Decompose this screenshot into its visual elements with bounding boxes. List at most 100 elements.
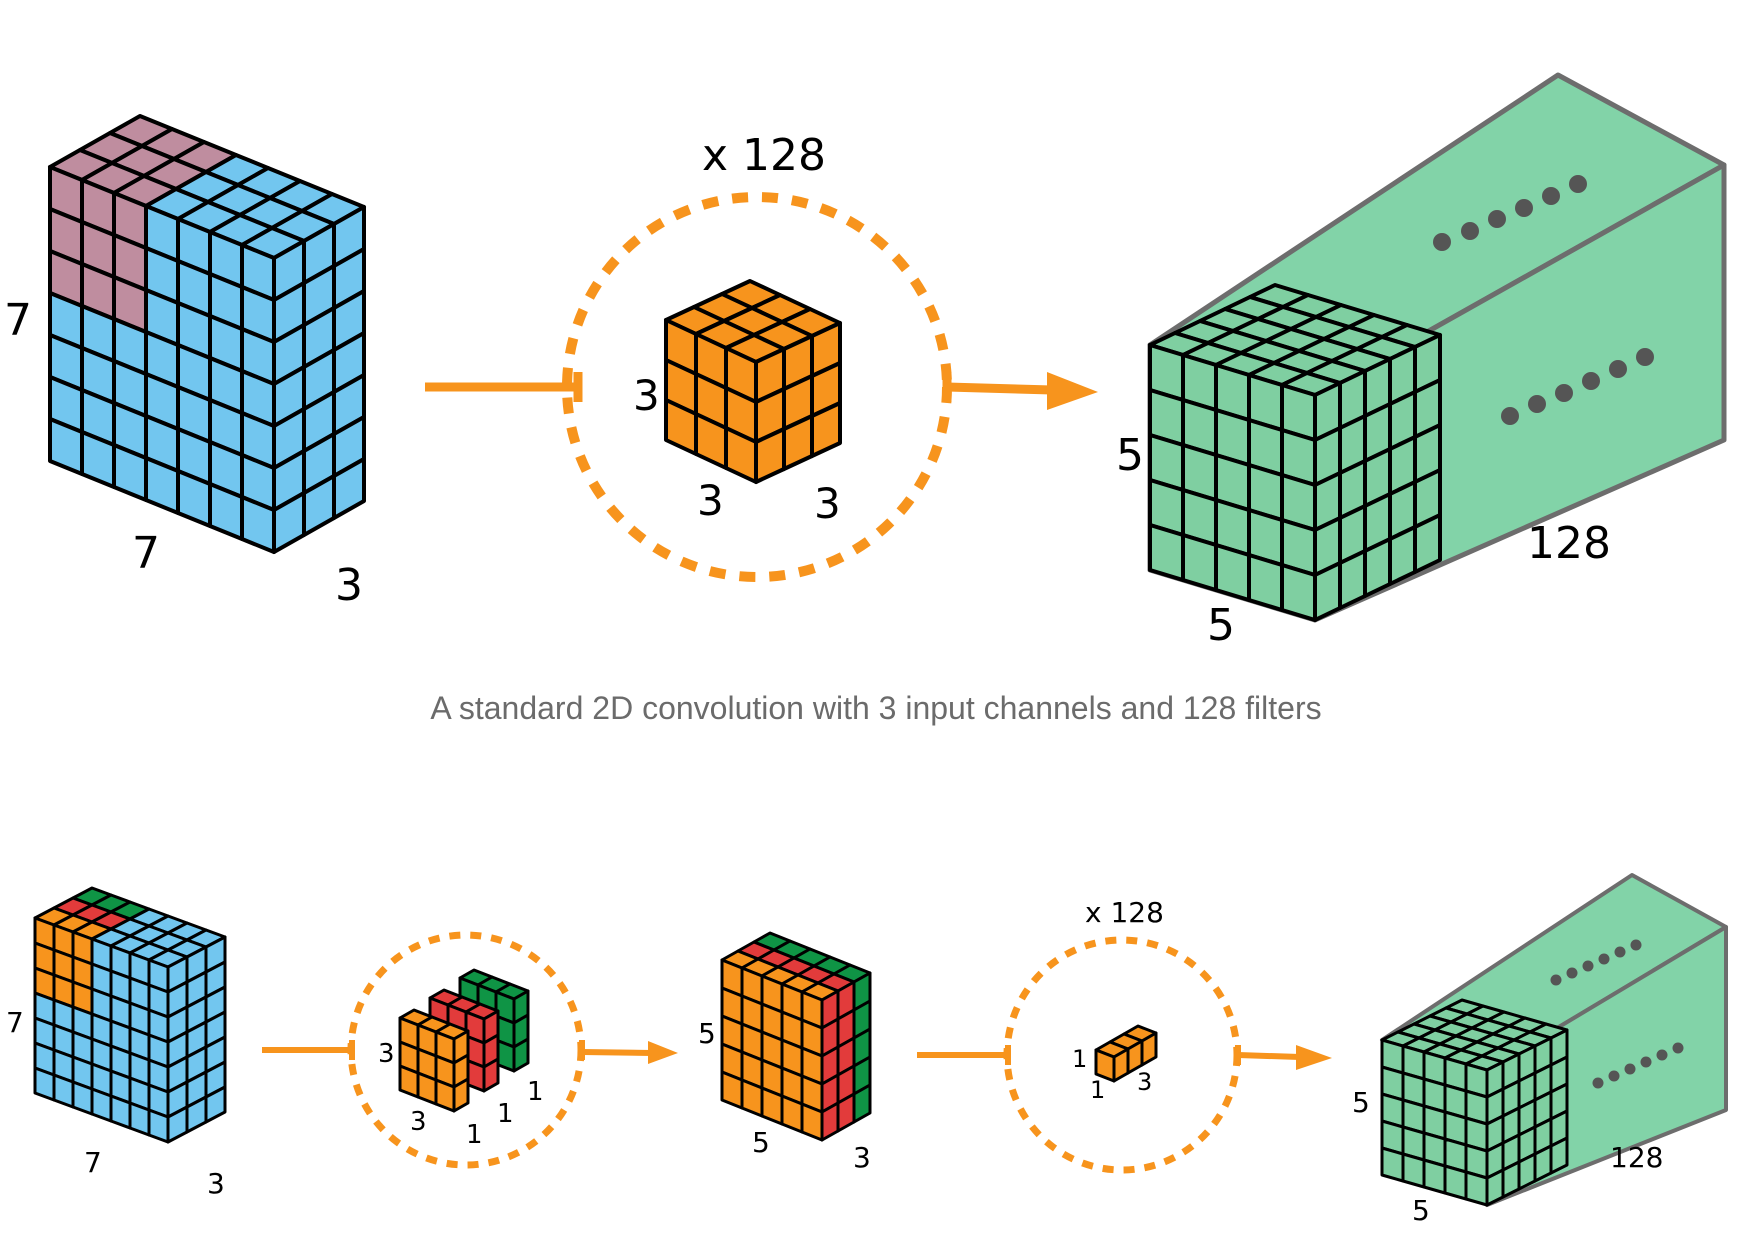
dw-depth-label-c: 1 [527,1077,544,1107]
ellipsis-dot [1608,1070,1620,1082]
arrow-to-sep-output [1235,1045,1332,1070]
output-volume-5x5x128 [1147,72,1727,623]
arrow-to-pointwise [917,1045,1011,1065]
ellipsis-dot [1550,974,1562,986]
sep-input-volume-7x7x3 [33,886,227,1144]
sep-output-height-label: 5 [1352,1086,1370,1119]
arrow-to-depthwise [262,1040,355,1060]
filter-count-label: x 128 [702,130,826,181]
input-volume-7x7x3 [48,114,366,554]
intermediate-volume-5x5x3 [720,931,872,1142]
dw-depth-label-b: 1 [497,1099,514,1129]
front-cell [416,1071,438,1106]
front-cell [1181,533,1218,592]
sep-output-volume-5x5x128 [1380,873,1728,1207]
figure-caption: A standard 2D convolution with 3 input c… [430,690,1322,726]
front-cell [240,495,276,554]
sep-output-depth-label: 128 [1610,1141,1663,1174]
side-cell [204,1085,227,1124]
front-cell [800,1102,824,1142]
ellipsis-dot [1515,199,1533,217]
ellipsis-dot [1528,395,1546,413]
input-width-label: 7 [132,528,160,579]
ellipsis-dot [1461,222,1479,240]
side-cell [1140,1031,1158,1067]
ellipsis-dot [1598,953,1610,965]
arrow-to-intermediate [579,1040,678,1064]
arrow-to-output [942,372,1098,410]
ellipsis-dot [1501,407,1519,425]
ellipsis-dot [1592,1077,1604,1089]
filter-width-label: 3 [697,476,724,525]
input-height-label: 7 [4,295,32,346]
side-cell [1533,1144,1553,1183]
front-cell [52,1073,75,1109]
pointwise-count-label: x 128 [1085,896,1164,929]
sep-input-height-label: 7 [6,1006,24,1039]
front-cell [1464,1170,1489,1207]
ellipsis-dot [1614,946,1626,958]
output-depth-label: 128 [1527,518,1611,569]
front-cell [1380,1146,1405,1183]
pw-depth-label: 3 [1137,1068,1152,1096]
front-cell [780,1094,804,1134]
front-cell [1148,523,1185,582]
pointwise-filter-1x1x3 [1094,1024,1158,1083]
pw-width-label: 1 [1090,1076,1105,1104]
front-cell [1214,543,1251,602]
input-depth-label: 3 [335,560,363,611]
front-cell [1247,553,1284,612]
dw-height-label: 3 [378,1039,395,1069]
front-cell [760,1086,784,1126]
ellipsis-dot [1555,384,1573,402]
side-cell [1413,513,1442,574]
ellipsis-dot [1609,360,1627,378]
ellipsis-dot [1569,175,1587,193]
ellipsis-dot [1542,187,1560,205]
arrow-to-filter [425,372,583,402]
ellipsis-dot [1630,939,1642,951]
side-cell [1338,549,1367,610]
sep-input-width-label: 7 [84,1146,102,1179]
front-cell [109,1094,132,1130]
ellipsis-dot [1566,967,1578,979]
output-width-label: 5 [1207,600,1235,651]
side-cell [1485,1168,1505,1207]
ellipsis-dot [1656,1049,1668,1061]
filter-cube-3x3x3 [664,279,842,484]
pw-height-label: 1 [1072,1045,1087,1073]
side-cell [1363,537,1392,598]
ellipsis-dot [1640,1056,1652,1068]
front-cell [720,1070,744,1110]
ellipsis-dot [1636,348,1654,366]
output-height-label: 5 [1116,430,1144,481]
sep-output-width-label: 5 [1412,1194,1430,1227]
front-cell [1401,1152,1426,1189]
dw-depth-label-a: 1 [466,1120,483,1150]
ellipsis-dot [1433,233,1451,251]
filter-depth-label: 3 [814,479,841,528]
side-cell [1549,1136,1569,1175]
mid-height-label: 5 [698,1017,716,1050]
front-cell [1280,563,1317,622]
side-cell [1313,561,1342,622]
front-cell [128,1101,151,1137]
ellipsis-dot [1624,1063,1636,1075]
front-cell [33,1066,56,1102]
mid-depth-label: 3 [853,1141,871,1174]
side-cell [1388,525,1417,586]
ellipsis-dot [1582,960,1594,972]
side-cell [852,1083,872,1124]
side-cell [810,401,842,458]
side-cell [1501,1160,1521,1199]
mid-width-label: 5 [752,1126,770,1159]
front-cell [398,1064,420,1099]
front-cell [1422,1158,1447,1195]
ellipsis-dot [1672,1042,1684,1054]
sep-input-depth-label: 3 [207,1167,225,1200]
front-cell [1094,1048,1116,1083]
front-cell [1443,1164,1468,1201]
ellipsis-dot [1582,372,1600,390]
front-cell [740,1078,764,1118]
